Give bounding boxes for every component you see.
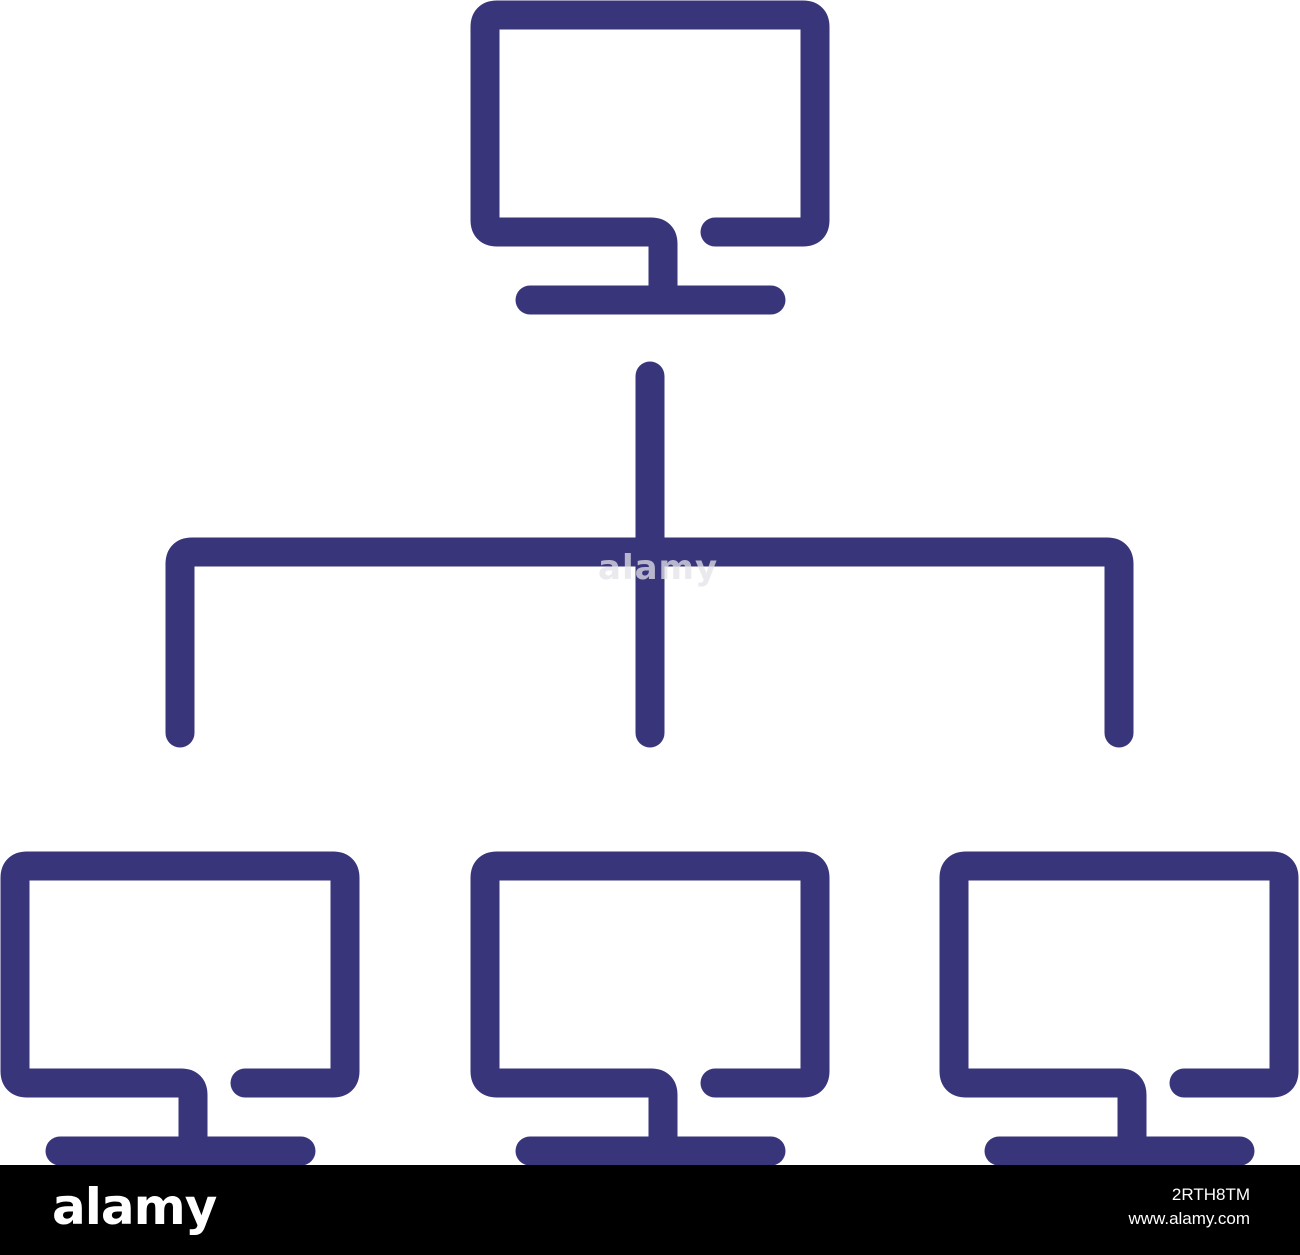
client-monitor-icon-left bbox=[0, 851, 360, 1165]
client-monitor-icon-center bbox=[470, 851, 830, 1165]
client-monitor-icon-center-screen bbox=[470, 851, 830, 1165]
client-monitor-icon-left-screen bbox=[0, 851, 360, 1165]
illustration-canvas: alamy bbox=[0, 0, 1300, 1165]
server-monitor-icon-screen bbox=[470, 0, 830, 314]
network-connectors bbox=[165, 361, 1134, 748]
server-monitor-icon bbox=[470, 0, 830, 315]
image-id-block: 2RTH8TM www.alamy.com bbox=[1128, 1183, 1250, 1231]
image-id: 2RTH8TM bbox=[1171, 1185, 1250, 1204]
network-diagram bbox=[0, 0, 1299, 1165]
bus-line bbox=[165, 537, 1134, 748]
site-url: www.alamy.com bbox=[1128, 1209, 1250, 1228]
monitor-icons bbox=[0, 0, 1299, 1165]
client-monitor-icon-right-screen bbox=[939, 851, 1299, 1165]
alamy-logo: alamy bbox=[52, 1178, 217, 1236]
footer-bar: alamy 2RTH8TM www.alamy.com bbox=[0, 1165, 1300, 1255]
client-monitor-icon-right bbox=[939, 851, 1299, 1165]
